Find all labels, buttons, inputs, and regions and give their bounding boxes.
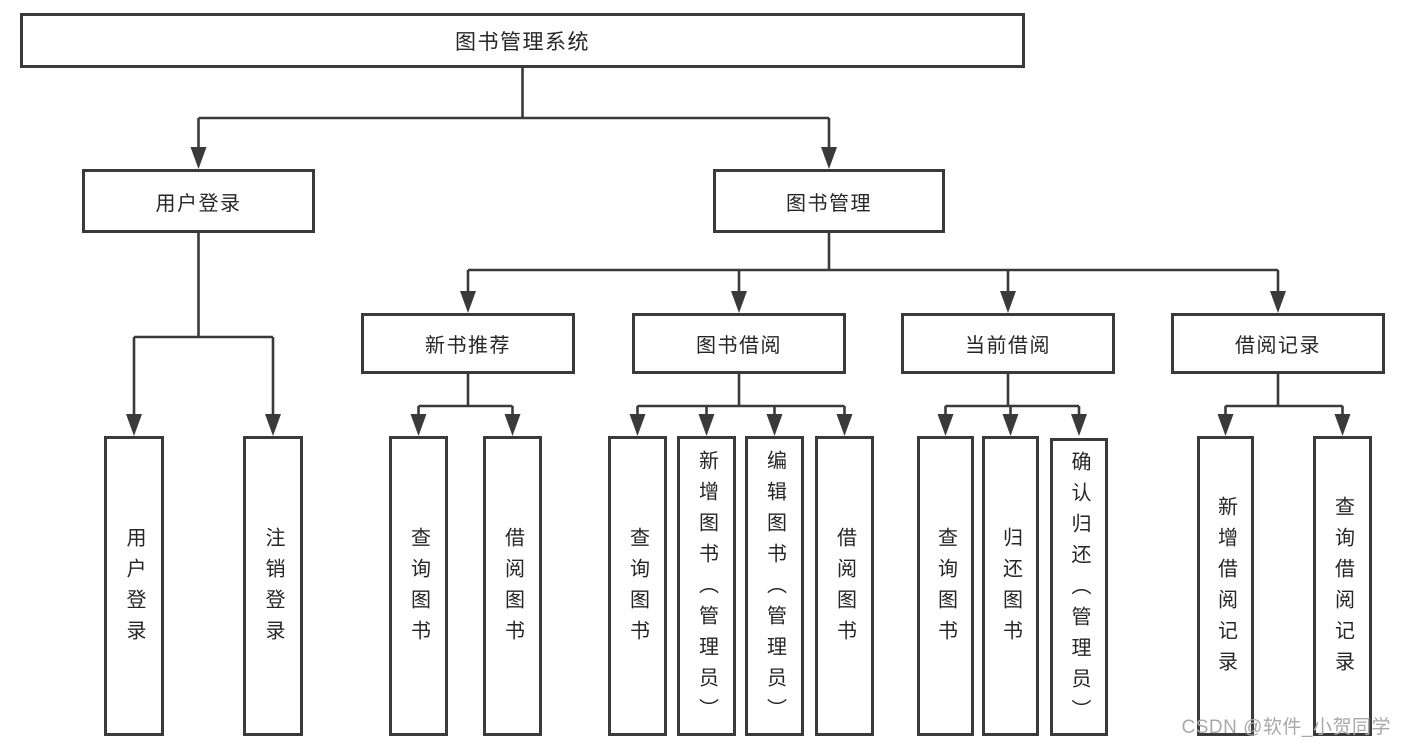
leaf-logout: 注销登录 — [243, 436, 303, 736]
leaf-query-books-recommend: 查询图书 — [389, 436, 448, 736]
leaf-confirm-return-admin: 确认归还（管理员） — [1050, 438, 1108, 736]
leaf-query-books-borrowing: 查询图书 — [608, 436, 667, 736]
leaf-borrow-books-recommend: 借阅图书 — [483, 436, 542, 736]
node-current-borrowing: 当前借阅 — [901, 313, 1115, 374]
leaf-return-books: 归还图书 — [982, 436, 1039, 736]
node-new-book-recommend: 新书推荐 — [361, 313, 575, 374]
node-book-borrowing: 图书借阅 — [632, 313, 846, 374]
node-root-library-system: 图书管理系统 — [20, 13, 1025, 68]
node-borrowing-records: 借阅记录 — [1171, 313, 1385, 374]
leaf-borrow-books-borrowing: 借阅图书 — [815, 436, 874, 736]
csdn-watermark: CSDN @软件_小贺同学 — [1181, 717, 1391, 738]
leaf-query-borrow-record: 查询借阅记录 — [1313, 436, 1372, 736]
leaf-add-borrow-record: 新增借阅记录 — [1197, 436, 1254, 736]
node-user-login: 用户登录 — [82, 169, 315, 233]
leaf-edit-books-admin: 编辑图书（管理员） — [745, 436, 804, 736]
leaf-add-books-admin: 新增图书（管理员） — [677, 436, 736, 736]
leaf-query-books-current: 查询图书 — [917, 436, 974, 736]
leaf-user-login: 用户登录 — [104, 436, 164, 736]
node-book-management: 图书管理 — [713, 169, 945, 233]
